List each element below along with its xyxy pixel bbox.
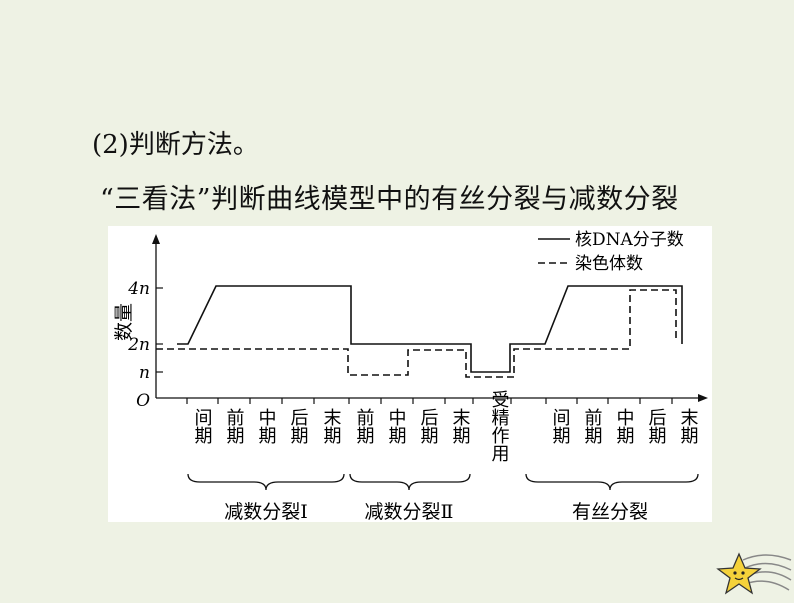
brace-meiosis-1 xyxy=(187,473,345,491)
dna-series-line xyxy=(177,285,683,373)
stage-label-fertilization: 受精作用 xyxy=(489,390,510,462)
y-axis-label: 数量 xyxy=(113,303,135,341)
star-decoration-icon xyxy=(716,552,792,595)
stage-label: 后期 xyxy=(418,408,439,444)
brace-mitosis xyxy=(525,473,699,491)
legend-dashed-label: 染色体数 xyxy=(575,254,643,274)
stage-label: 末期 xyxy=(450,408,471,444)
stage-label: 后期 xyxy=(288,408,309,444)
chart-svg: 4n 2n n O 数量 核DNA分子数 染色体数 间期 前期 xyxy=(113,230,708,522)
stage-label: 末期 xyxy=(321,408,342,444)
y-tick-label-n: n xyxy=(139,363,150,383)
chart-figure: 4n 2n n O 数量 核DNA分子数 染色体数 间期 前期 xyxy=(108,226,712,522)
x-axis-arrow-icon xyxy=(698,394,708,402)
group-label-mitosis: 有丝分裂 xyxy=(572,501,648,522)
section-subheading: “三看法”判断曲线模型中的有丝分裂与减数分裂 xyxy=(100,184,679,215)
stage-label: 间期 xyxy=(550,408,571,444)
stage-label: 中期 xyxy=(386,408,407,444)
stage-label: 前期 xyxy=(354,408,375,444)
stage-label: 后期 xyxy=(646,408,667,444)
stage-ticks xyxy=(186,398,673,404)
stage-label: 前期 xyxy=(224,408,245,444)
origin-label: O xyxy=(136,391,150,411)
stage-label: 前期 xyxy=(582,408,603,444)
y-tick-label-4n: 4n xyxy=(127,279,150,299)
chromosome-series-line xyxy=(156,289,677,378)
y-axis-arrow-icon xyxy=(152,234,160,244)
group-label-meiosis-1: 减数分裂Ⅰ xyxy=(224,501,308,522)
group-label-meiosis-2: 减数分裂Ⅱ xyxy=(365,501,454,522)
legend-solid-label: 核DNA分子数 xyxy=(575,230,684,250)
y-tick-label-2n: 2n xyxy=(127,335,150,355)
stage-label: 中期 xyxy=(614,408,635,444)
stage-label: 间期 xyxy=(192,408,213,444)
stage-label: 末期 xyxy=(678,408,699,444)
stage-label: 中期 xyxy=(256,408,277,444)
section-heading: (2)判断方法。 xyxy=(92,130,259,160)
brace-meiosis-2 xyxy=(349,473,471,491)
